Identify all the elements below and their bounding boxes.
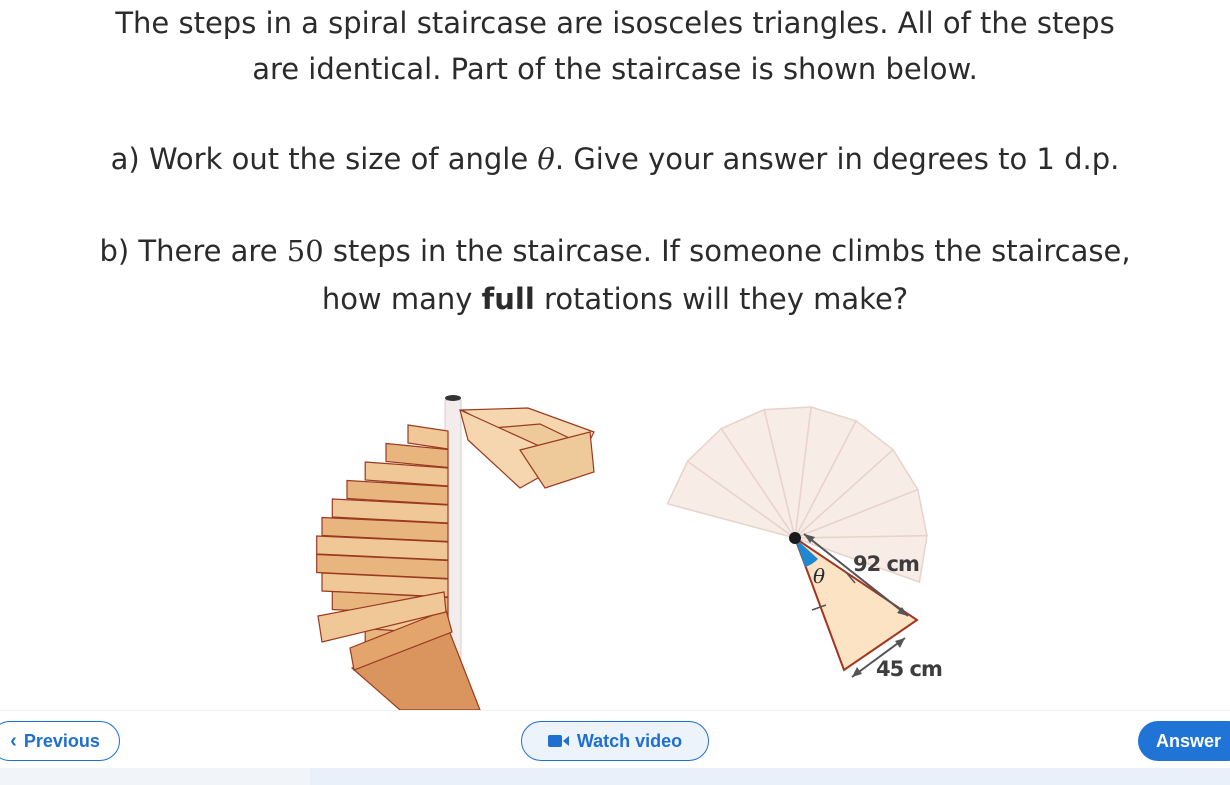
question-part-a: a) Work out the size of angle θ. Give yo… xyxy=(0,136,1230,183)
answer-label: Answer xyxy=(1156,730,1222,751)
chevron-left-icon: ‹ xyxy=(10,730,17,752)
part-b-prefix: b) There are xyxy=(99,234,287,268)
stair-step xyxy=(349,609,453,671)
video-camera-icon xyxy=(547,735,569,747)
figure-area: θ 92 cm 45 cm xyxy=(0,380,1230,710)
watch-video-label: Watch video xyxy=(576,730,683,751)
equal-tick xyxy=(844,570,856,584)
answer-button[interactable]: Answer xyxy=(1138,721,1230,761)
previous-label: Previous xyxy=(23,730,100,751)
labels-layer: θ 92 cm 45 cm xyxy=(813,552,943,681)
angle-theta-label: θ xyxy=(813,564,825,588)
question-part-b-line-1: b) There are 50 steps in the staircase. … xyxy=(0,228,1230,275)
dimension-line xyxy=(803,533,909,617)
center-pivot xyxy=(789,532,801,544)
navigation-bar: ‹ Previous Watch video Answer xyxy=(0,710,1230,770)
floating-step xyxy=(519,431,595,489)
part-a-suffix: . Give your answer in degrees to 1 d.p. xyxy=(554,142,1120,176)
side-length-label: 92 cm xyxy=(853,552,919,576)
part-b-line2-suffix: rotations will they make? xyxy=(534,282,909,316)
staircase-figure: θ 92 cm 45 cm xyxy=(316,395,943,710)
pole-cap xyxy=(445,395,461,401)
highlighted-step xyxy=(792,535,919,672)
question-intro-line-2: are identical. Part of the staircase is … xyxy=(252,52,978,86)
footer-strip xyxy=(0,768,1230,785)
part-b-suffix: steps in the staircase. If someone climb… xyxy=(323,234,1131,268)
dimension-line xyxy=(851,637,906,678)
equal-tick xyxy=(811,604,827,611)
angle-sector xyxy=(795,538,818,567)
step-count: 50 xyxy=(286,234,324,268)
arrowhead xyxy=(804,534,815,543)
previous-button[interactable]: ‹ Previous xyxy=(0,721,120,761)
base-length-label: 45 cm xyxy=(876,657,942,681)
step-plan-diagram xyxy=(666,406,928,678)
question-part-b-line-2: how many full rotations will they make? xyxy=(0,276,1230,323)
part-b-line2-prefix: how many xyxy=(321,282,482,316)
arrowhead xyxy=(895,638,905,648)
full-emphasis: full xyxy=(481,282,535,316)
watch-video-button[interactable]: Watch video xyxy=(521,721,709,761)
part-a-prefix: a) Work out the size of angle xyxy=(110,142,538,176)
theta-symbol: θ xyxy=(537,142,555,176)
stair-step xyxy=(407,424,449,450)
arrowhead xyxy=(852,667,862,677)
arrowhead xyxy=(897,607,908,616)
stair-step xyxy=(317,591,447,643)
question-intro-line-1: The steps in a spiral staircase are isos… xyxy=(115,6,1115,40)
spiral-staircase-illustration xyxy=(316,395,595,710)
faded-step xyxy=(794,534,928,584)
